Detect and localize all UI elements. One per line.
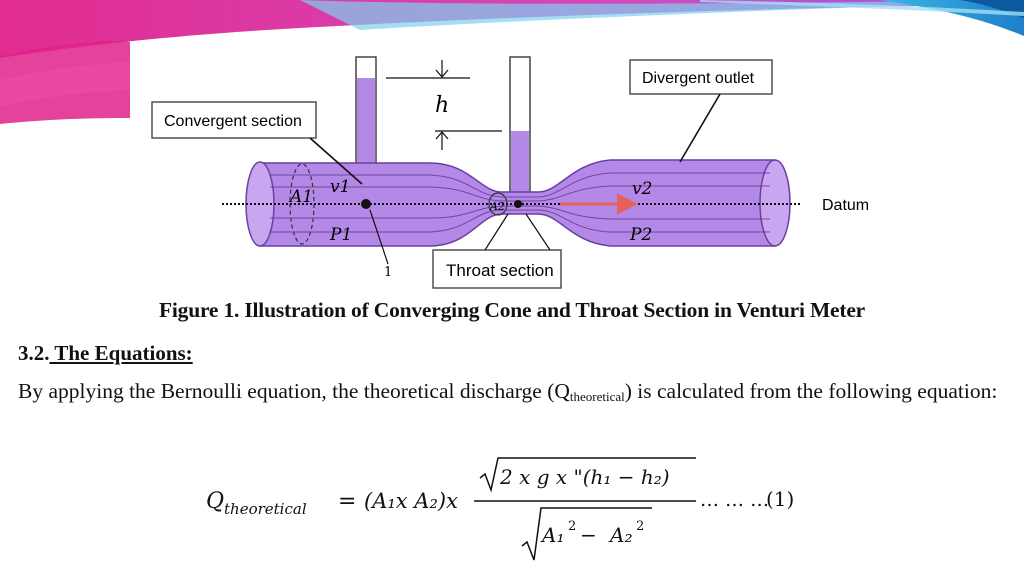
figure-caption: Figure 1. Illustration of Converging Con… <box>158 298 866 322</box>
v2-label: v2 <box>632 179 652 199</box>
eq-lhs-symbol: Q <box>206 489 224 514</box>
paragraph-text-after: ) is calculated from the following equat… <box>624 379 998 403</box>
p2-label: P2 <box>629 225 652 245</box>
convergent-label: Convergent section <box>164 113 302 130</box>
body-paragraph: By applying the Bernoulli equation, the … <box>18 374 1008 414</box>
divergent-label: Divergent outlet <box>642 70 755 87</box>
eq-den-a1: A₁ <box>540 523 564 547</box>
numerator-radical <box>479 457 696 493</box>
eq-lhs-subscript: theoretical <box>224 500 307 518</box>
venturi-diagram: h v1 A1 P1 A2 v2 P2 1 Datum Convergent s… <box>151 56 869 289</box>
h-arrowhead-top <box>435 69 449 78</box>
denominator-radical <box>521 507 652 561</box>
throat-dot <box>514 200 522 208</box>
eq-number: (1) <box>766 487 794 511</box>
point-1-label: 1 <box>384 265 392 280</box>
a2-label: A2 <box>489 200 505 213</box>
paragraph-text-before: By applying the Bernoulli equation, the … <box>18 379 570 403</box>
datum-label: Datum <box>822 197 869 214</box>
venturi-meter-figure: h v1 A1 P1 A2 v2 P2 1 Datum Convergent s… <box>130 42 888 292</box>
point-1-leader <box>369 209 389 265</box>
convergent-leader <box>309 137 363 185</box>
divergent-label-box <box>629 59 773 95</box>
eq-den-sup1: 2 <box>568 519 576 534</box>
eq-dots: … … … <box>700 489 769 511</box>
throat-leader-left <box>484 213 509 251</box>
h-label: h <box>435 93 449 118</box>
eq-den-sup2: 2 <box>636 519 644 534</box>
eq-den-minus: − <box>580 523 597 547</box>
v1-label: v1 <box>330 177 350 197</box>
throat-leader-right <box>525 213 551 251</box>
section-number: 3.2. <box>18 341 50 365</box>
tube-1-liquid <box>357 78 375 165</box>
point-1-dot <box>361 199 371 209</box>
throat-label: Throat section <box>446 261 554 280</box>
paragraph-subscript: theoretical <box>569 389 625 404</box>
eq-den-a2: A₂ <box>608 523 632 547</box>
h-arrowhead-bottom <box>435 131 449 140</box>
divergent-leader <box>679 93 721 163</box>
throat-label-box <box>432 249 562 289</box>
tube-2-liquid <box>511 131 529 197</box>
section-heading: 3.2. The Equations: <box>18 341 193 366</box>
a1-label: A1 <box>288 187 313 207</box>
header-banner-swoosh <box>0 0 1024 124</box>
convergent-label-box <box>151 101 317 139</box>
section-title: The Equations: <box>49 341 193 365</box>
p1-label: P1 <box>329 225 352 245</box>
discharge-equation: Q theoretical = (A₁x A₂)x 2 x g x "(h₁ −… <box>206 457 794 561</box>
eq-equals: = <box>338 489 356 514</box>
eq-numerator: 2 x g x "(h₁ − h₂) <box>499 465 670 489</box>
eq-factor: (A₁x A₂)x <box>364 489 458 513</box>
